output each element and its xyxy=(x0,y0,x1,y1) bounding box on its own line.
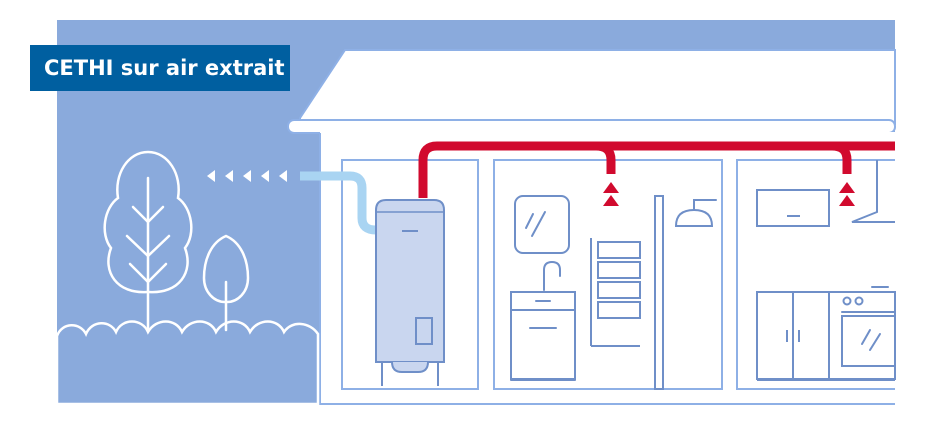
exhaust-duct xyxy=(300,171,386,235)
extraction-drop-kitchen xyxy=(831,141,852,174)
room-technical xyxy=(341,159,479,390)
bushes xyxy=(55,320,320,406)
extraction-duct xyxy=(418,141,895,198)
roof-gutter xyxy=(287,119,896,134)
towel-radiator xyxy=(590,238,641,347)
extraction-arrows-kitchen-icon xyxy=(839,182,855,206)
house-roof xyxy=(299,49,896,125)
exhaust-arrows-icon xyxy=(207,170,287,182)
tree-large xyxy=(103,150,193,332)
diagram-title: CETHI sur air extrait xyxy=(30,45,290,91)
tree-small xyxy=(202,234,250,332)
room-kitchen xyxy=(736,159,895,390)
extraction-drop-bathroom xyxy=(595,141,616,174)
shower xyxy=(654,195,717,390)
kitchen-wall-cabinet xyxy=(756,189,830,227)
range-hood xyxy=(851,160,895,223)
heat-pump-water-heater xyxy=(375,199,445,386)
bathroom-mirror xyxy=(514,195,570,254)
bathroom-sink-cabinet xyxy=(510,260,576,381)
kitchen-lower-cabinets xyxy=(756,291,896,381)
oven xyxy=(841,286,896,367)
extraction-arrows-bathroom-icon xyxy=(603,182,619,206)
